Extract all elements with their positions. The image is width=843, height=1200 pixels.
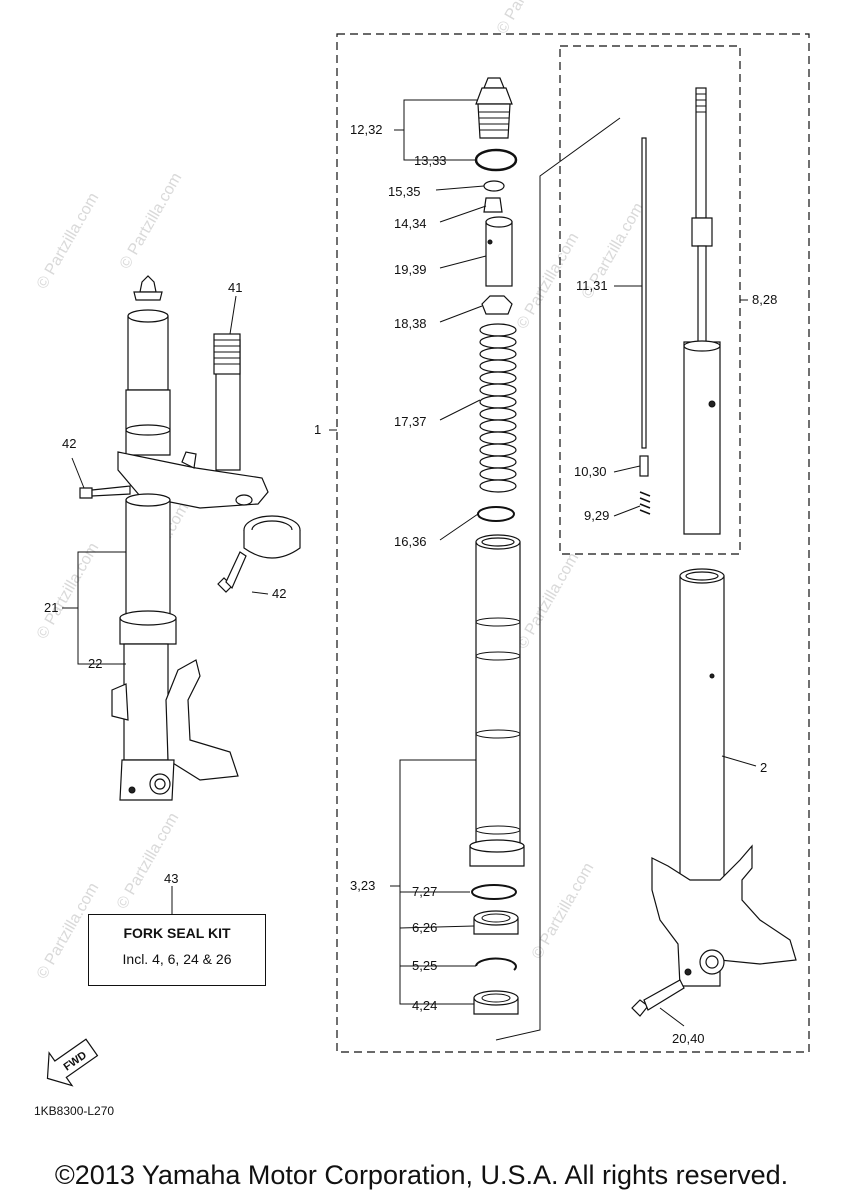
middle-leaders [329, 99, 487, 1005]
callout-43: 43 [164, 871, 178, 886]
callout-5-25: 5,25 [412, 958, 437, 973]
callout-20-40: 20,40 [672, 1031, 705, 1046]
callout-18-38: 18,38 [394, 316, 427, 331]
fork-assembly-boundary [336, 33, 810, 1053]
watermark: © Partzilla.com [514, 230, 583, 332]
callout-41: 41 [228, 280, 242, 295]
callout-12-32: 12,32 [350, 122, 383, 137]
watermark: © Partzilla.com [117, 170, 186, 272]
bolt-illustration [79, 485, 247, 593]
spring [479, 323, 517, 493]
exploded-parts-right [631, 87, 797, 1017]
watermark: © Partzilla.com [529, 860, 598, 962]
callout-3-23: 3,23 [350, 878, 375, 893]
diagram-code: 1KB8300-L270 [34, 1104, 115, 1118]
callout-13-33: 13,33 [414, 153, 447, 168]
callout-2: 2 [760, 760, 767, 775]
callout-42: 42 [272, 586, 286, 601]
fork-seal-kit-box: FORK SEAL KIT Incl. 4, 6, 24 & 26 [88, 914, 266, 986]
callout-17-37: 17,37 [394, 414, 427, 429]
callout-11-31: 11,31 [576, 278, 608, 293]
callout-42: 42 [62, 436, 76, 451]
callout-7-27: 7,27 [412, 884, 437, 899]
left-leaders [62, 295, 269, 914]
watermark: © Partzilla.com [34, 540, 103, 642]
assembled-fork-illustration [111, 275, 301, 801]
kit-title: FORK SEAL KIT [123, 925, 231, 941]
callout-21: 21 [44, 600, 58, 615]
callout-15-35: 15,35 [388, 184, 421, 199]
kit-description: Incl. 4, 6, 24 & 26 [122, 951, 232, 967]
callout-14-34: 14,34 [394, 216, 427, 231]
callout-9-29: 9,29 [584, 508, 609, 523]
copyright-notice: ©2013 Yamaha Motor Corporation, U.S.A. A… [54, 1160, 789, 1190]
exploded-parts-middle [469, 77, 525, 1015]
watermark: © Partzilla.com [34, 190, 103, 292]
right-leaders [613, 285, 757, 1027]
watermark: © Partzilla.com [494, 0, 563, 37]
callout-10-30: 10,30 [574, 464, 607, 479]
callout-19-39: 19,39 [394, 262, 427, 277]
callout-6-26: 6,26 [412, 920, 437, 935]
callout-16-36: 16,36 [394, 534, 427, 549]
fork-diagram: © Partzilla.com © Partzilla.com © Partzi… [34, 0, 810, 1087]
callout-1: 1 [314, 422, 321, 437]
callout-8-28: 8,28 [752, 292, 777, 307]
watermark: © Partzilla.com [514, 550, 583, 652]
damper-group-leader [495, 117, 621, 1041]
callout-4-24: 4,24 [412, 998, 437, 1013]
fwd-arrow-icon: FWD [46, 1038, 99, 1087]
callout-22: 22 [88, 656, 102, 671]
